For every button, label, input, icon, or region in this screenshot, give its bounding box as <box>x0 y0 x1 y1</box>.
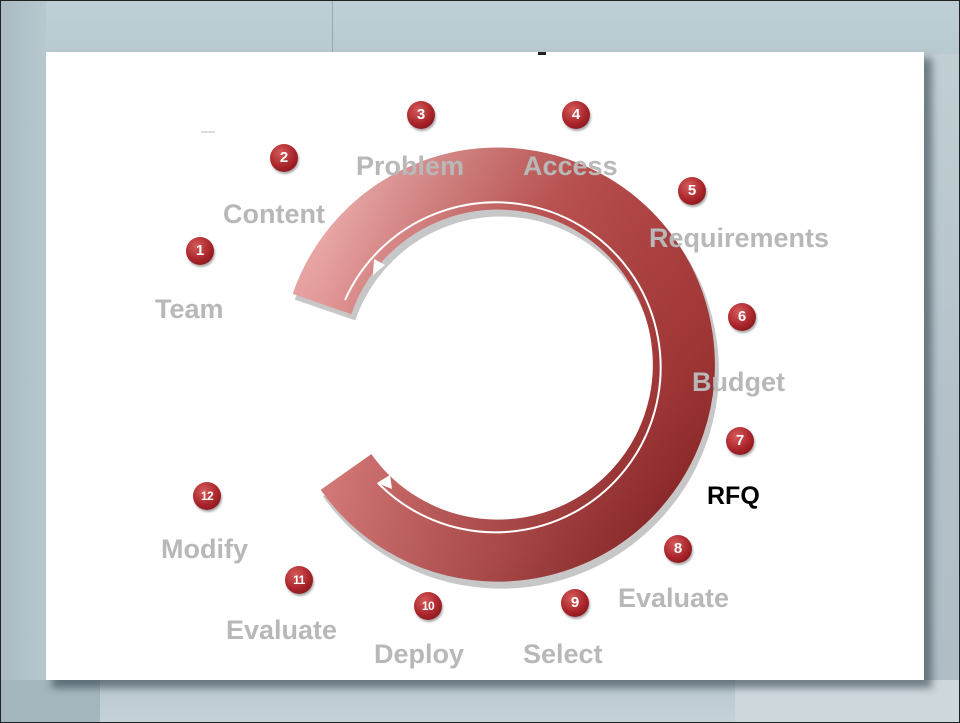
step-8-label: Evaluate <box>618 583 730 613</box>
background-seam <box>332 0 333 54</box>
flow-arrow-right <box>585 464 596 478</box>
step-2-label: Content <box>223 199 325 229</box>
step-5-label: Requirements <box>649 223 830 253</box>
step-10-label: Deploy <box>374 639 465 669</box>
step-12-label: Modify <box>161 534 248 564</box>
step-4-marker: 4 <box>562 101 590 129</box>
step-11-marker: 11 <box>285 566 313 594</box>
flow-arrow-top-left <box>373 259 385 275</box>
step-7-label: RFQ <box>707 482 760 510</box>
step-1-marker: 1 <box>186 237 214 265</box>
step-9-label: Select <box>523 639 603 669</box>
step-3-marker: 3 <box>407 101 435 129</box>
step-6-label: Budget <box>692 367 785 397</box>
decorative-tick <box>538 52 546 55</box>
ring-flow-line <box>344 201 662 534</box>
step-11-label: Evaluate <box>226 615 338 645</box>
step-2-marker: 2 <box>270 144 298 172</box>
step-9-marker: 9 <box>561 589 589 617</box>
step-6-marker: 6 <box>728 303 756 331</box>
step-8-marker: 8 <box>664 535 692 563</box>
step-7-marker: 7 <box>726 427 754 455</box>
step-3-label: Problem <box>356 151 465 181</box>
flow-arrow-bottom <box>377 475 392 489</box>
ring-highlight <box>292 147 715 582</box>
top-band <box>0 0 960 54</box>
left-strip <box>0 0 46 723</box>
step-1-label: Team <box>155 294 224 324</box>
step-10-marker: 10 <box>414 592 442 620</box>
step-5-marker: 5 <box>678 177 706 205</box>
step-12-marker: 12 <box>193 482 221 510</box>
decorative-dash <box>201 131 215 133</box>
flow-arrow-top-right <box>571 262 587 273</box>
step-4-label: Access <box>523 151 618 181</box>
